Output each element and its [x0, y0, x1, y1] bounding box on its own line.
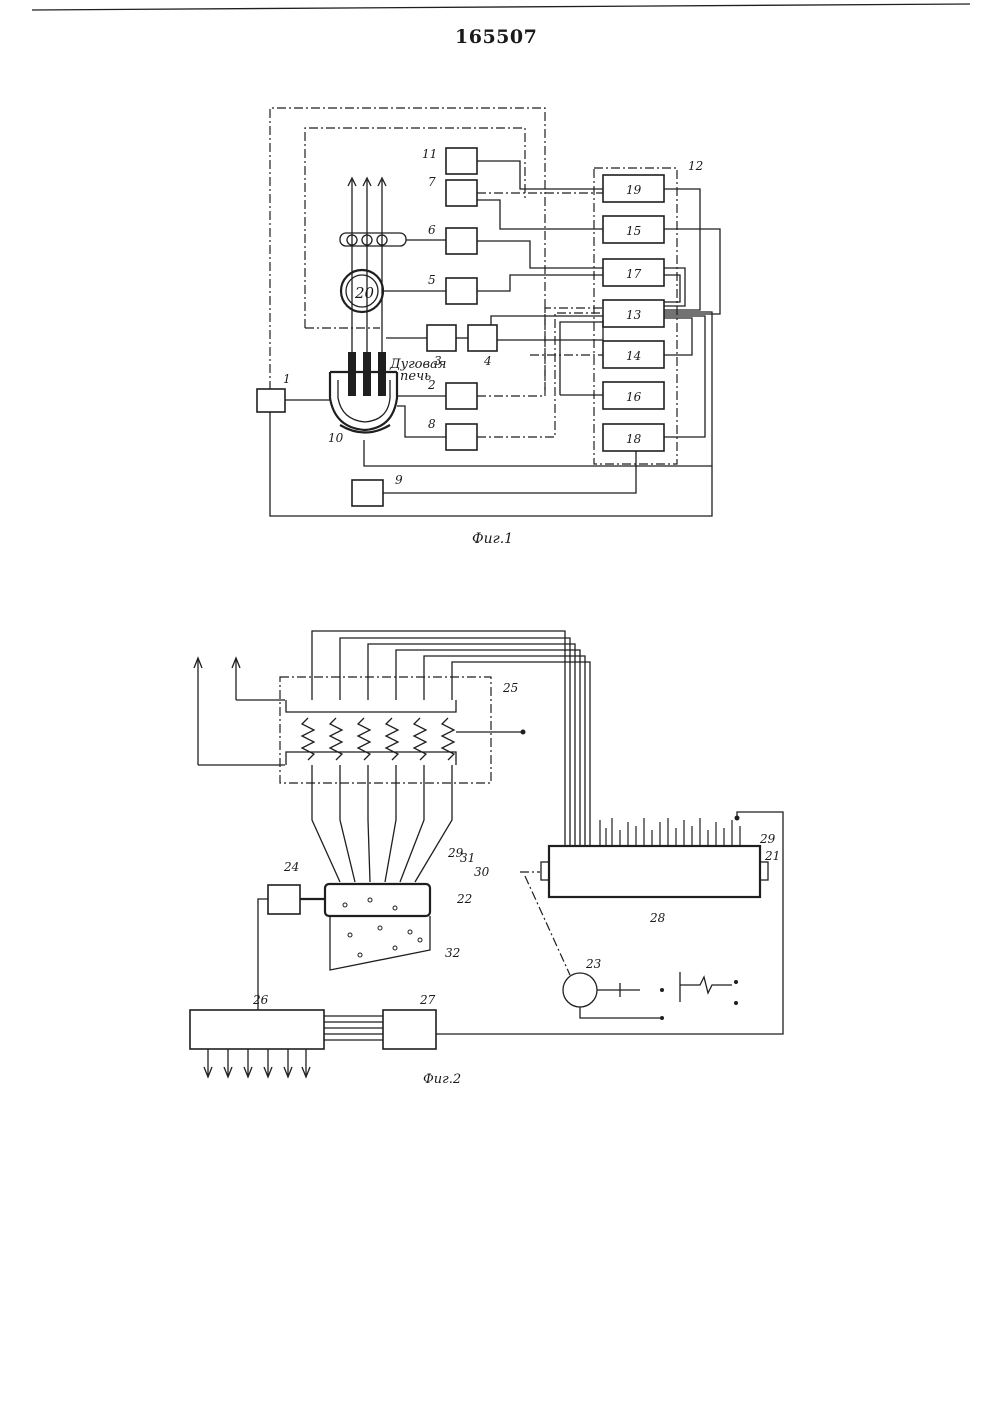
motor-23 [563, 973, 597, 1007]
sheet-top-edge [32, 4, 970, 10]
label-10: 10 [328, 431, 344, 445]
label-21: 21 [764, 849, 780, 863]
label-13: 13 [626, 308, 642, 322]
label-11: 11 [422, 147, 437, 161]
label-25: 25 [502, 681, 518, 695]
label-26: 26 [252, 993, 269, 1007]
label-23: 23 [585, 957, 602, 971]
fig1-outer-loop [270, 108, 545, 390]
relay-coils [286, 700, 526, 765]
block-7 [446, 180, 477, 206]
label-28: 28 [649, 911, 666, 925]
block-11 [446, 148, 477, 174]
label-18: 18 [626, 432, 642, 446]
label-4: 4 [483, 354, 492, 368]
figure-2: 25 [190, 631, 783, 1087]
block-26-inputs [204, 1049, 310, 1077]
label-8: 8 [428, 417, 436, 431]
label-1: 1 [283, 372, 291, 386]
label-14: 14 [626, 349, 641, 363]
drum-22 [325, 884, 430, 916]
block-3 [427, 325, 456, 351]
block-4 [468, 325, 497, 351]
block-27 [383, 1010, 436, 1049]
label-7: 7 [428, 175, 436, 189]
supply-lines [348, 178, 386, 372]
figure-1: 20 Дуговая печь 1 11 7 [257, 108, 720, 547]
label-3: 3 [434, 354, 442, 368]
label-19: 19 [626, 183, 642, 197]
label-29b: 29 [759, 832, 776, 846]
label-22: 22 [456, 892, 472, 906]
block-5 [446, 278, 477, 304]
label-27: 27 [419, 993, 436, 1007]
block-24 [268, 885, 300, 914]
label-2: 2 [427, 378, 436, 392]
label-17: 17 [626, 267, 642, 281]
block-26 [190, 1010, 324, 1049]
label-31: 31 [460, 851, 475, 865]
bus-26-27 [324, 1016, 383, 1040]
fig1-inner-loop [305, 128, 525, 328]
label-16: 16 [626, 390, 642, 404]
furnace-electrodes [348, 352, 386, 396]
tape-holes [343, 898, 422, 957]
block-9 [352, 480, 383, 506]
block-8 [446, 424, 477, 450]
label-15: 15 [626, 224, 641, 238]
commutator-bristles-29 [600, 818, 740, 846]
label-32: 32 [445, 946, 460, 960]
commutator-21 [549, 846, 760, 897]
label-5: 5 [428, 273, 436, 287]
furnace-label-2: печь [400, 369, 431, 384]
figure-1-caption: Фиг.1 [472, 531, 513, 547]
label-30: 30 [474, 865, 490, 879]
block-6 [446, 228, 477, 254]
label-6: 6 [428, 223, 436, 237]
label-12: 12 [688, 159, 703, 173]
label-24: 24 [283, 860, 299, 874]
label-9: 9 [395, 473, 403, 487]
generator-label: 20 [354, 284, 375, 302]
block-1 [257, 389, 285, 412]
relay-to-brush-bus [312, 631, 590, 845]
block-2 [446, 383, 477, 409]
figure-2-caption: Фиг.2 [423, 1072, 461, 1087]
punched-tape-32 [330, 916, 430, 970]
